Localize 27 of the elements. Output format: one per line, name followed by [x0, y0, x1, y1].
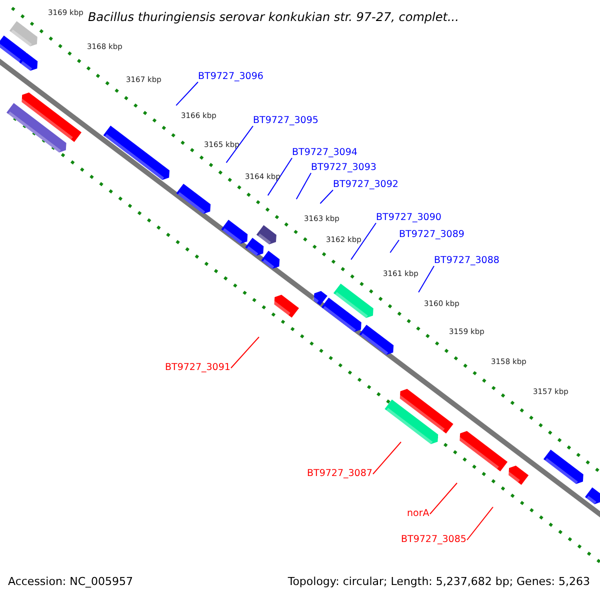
gene-label: BT9727_3096	[198, 72, 264, 82]
leader-line	[176, 82, 198, 106]
leader-line	[466, 506, 494, 540]
leader-line	[372, 442, 402, 474]
gene-label: BT9727_3087	[307, 469, 372, 478]
map-title: Bacillus thuringiensis serovar konkukian str. 97-27, complet...	[88, 11, 459, 23]
leader-line	[226, 126, 254, 164]
leader-line	[390, 240, 400, 254]
gene-label: BT9727_3091	[165, 363, 230, 372]
leader-line	[430, 482, 458, 514]
gene-label: BT9727_3095	[253, 116, 318, 126]
gene-label: BT9727_3089	[399, 230, 464, 240]
gene-label: BT9727_3085	[401, 535, 466, 544]
genome-info-text: Topology: circular; Length: 5,237,682 bp; Genes: 5,263	[288, 576, 590, 587]
leader-line	[320, 190, 334, 204]
gene-label: BT9727_3090	[376, 213, 442, 222]
leader-line	[418, 266, 434, 293]
gene-label: norA	[407, 509, 430, 518]
gene-label: BT9727_3093	[311, 163, 376, 172]
gene-label: BT9727_3094	[292, 148, 358, 158]
leader-line	[296, 172, 312, 200]
gene-label: BT9727_3088	[434, 256, 500, 266]
leader-line	[230, 336, 260, 368]
accession-text: Accession: NC_005957	[8, 576, 134, 587]
leader-line	[267, 158, 292, 196]
gene-label: BT9727_3092	[333, 180, 398, 190]
leader-line	[350, 222, 376, 260]
